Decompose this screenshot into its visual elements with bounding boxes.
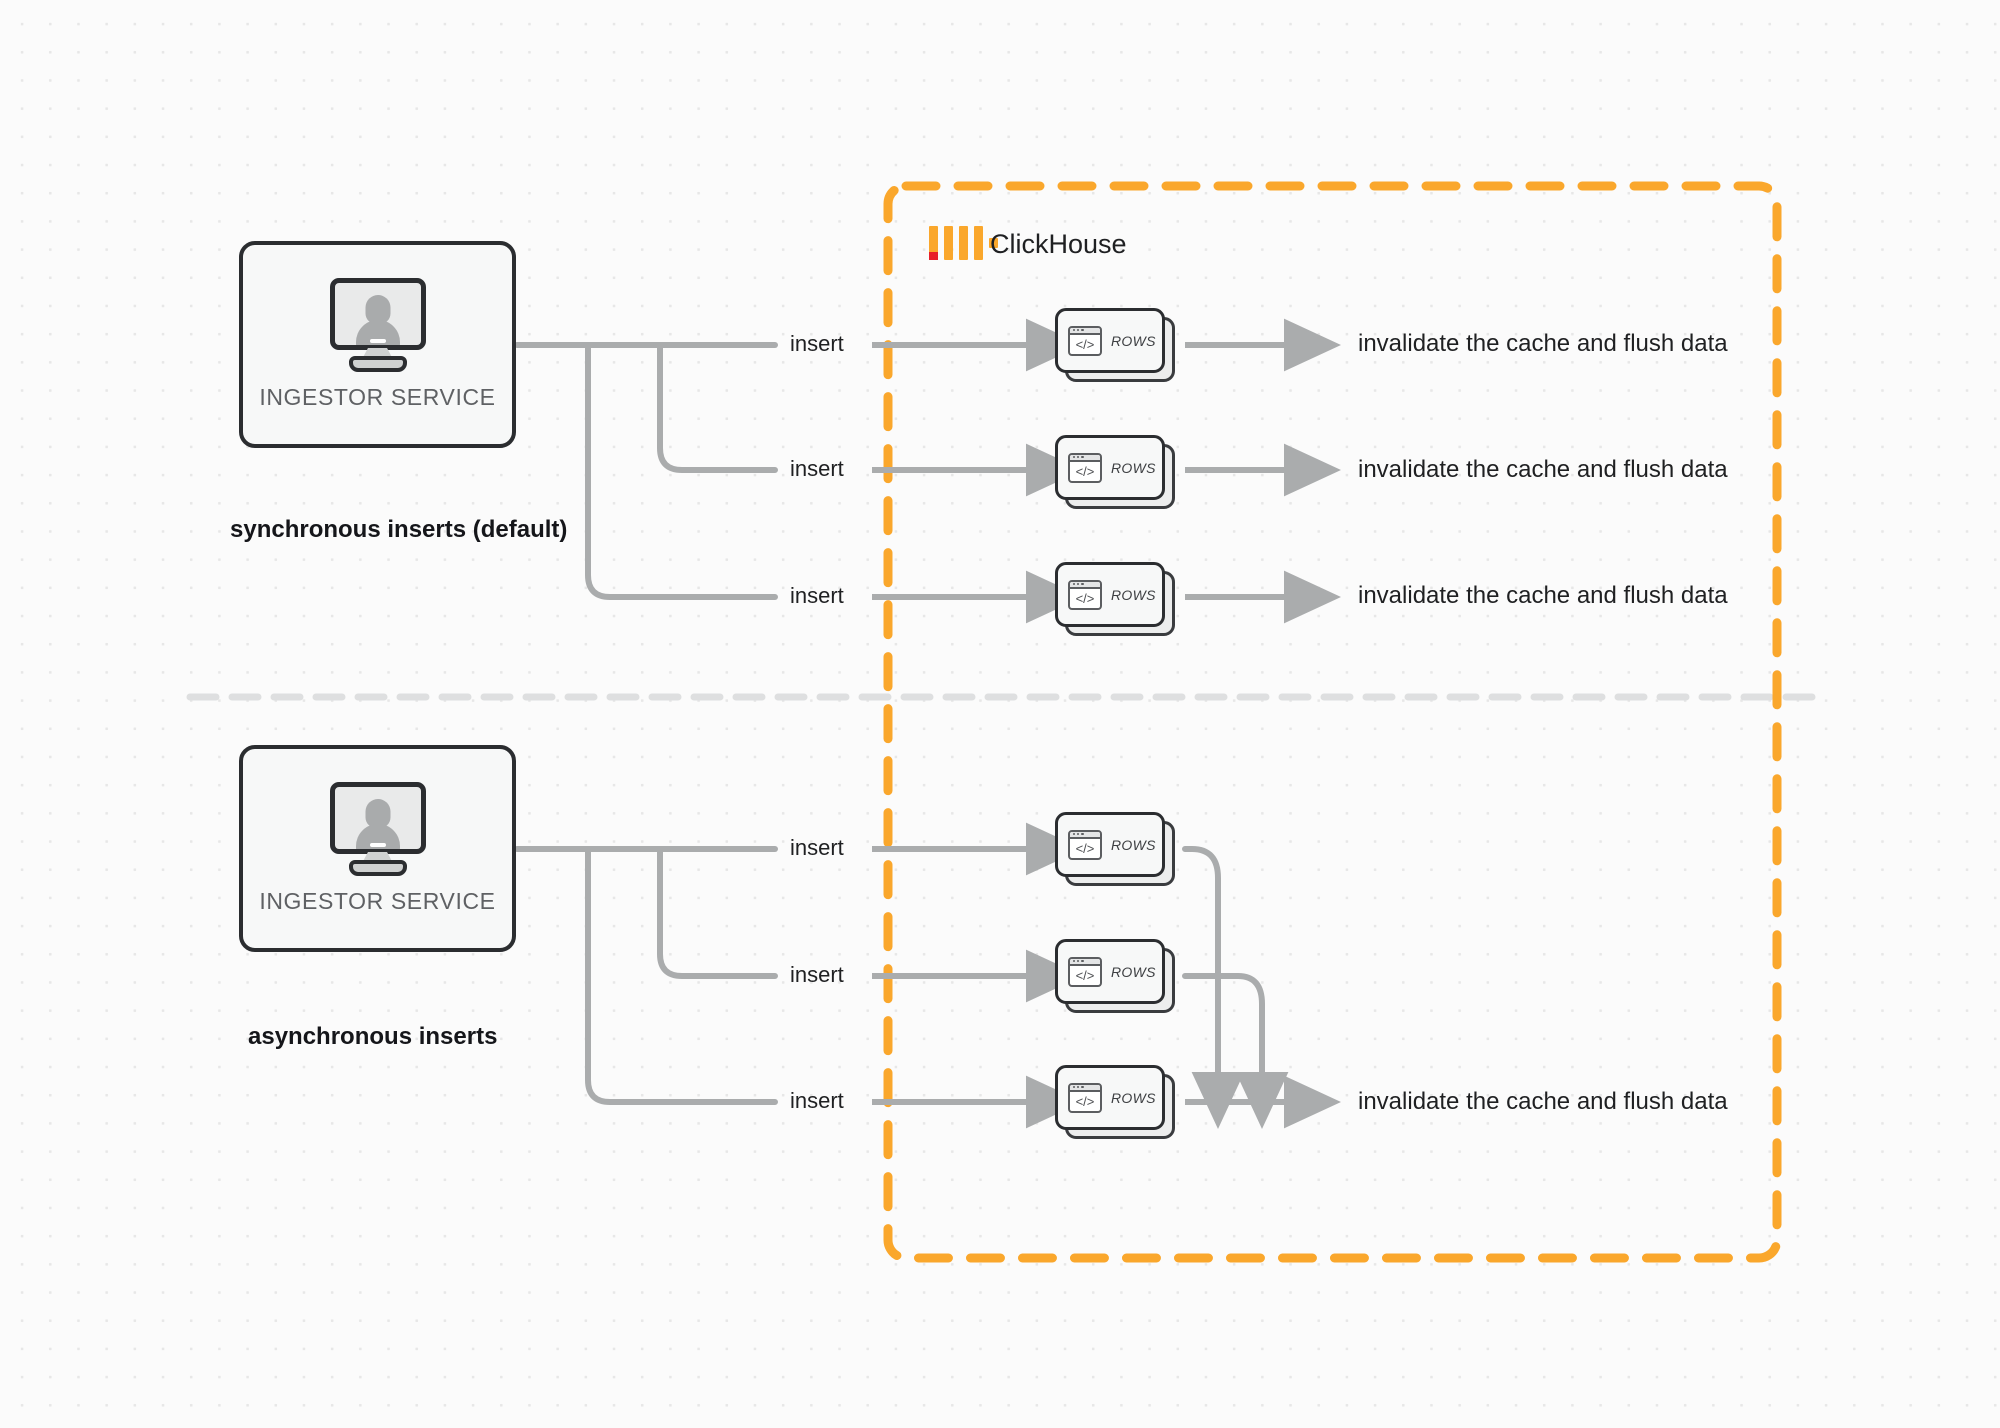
rows-card: </> ROWS <box>1055 308 1165 373</box>
code-window-icon: </> <box>1068 452 1102 483</box>
edge-label-async-insert-3: insert <box>790 1088 844 1113</box>
window-dot <box>1077 832 1080 836</box>
edge-label-sync-insert-3: insert <box>790 583 844 608</box>
clickhouse-logo-square <box>989 238 998 248</box>
ingestor-service-node-async[interactable]: INGESTOR SERVICE <box>239 745 516 952</box>
code-glyph: </> <box>1075 590 1095 606</box>
window-dot <box>1077 582 1080 586</box>
output-label-sync-1: invalidate the cache and flush data <box>1358 330 1728 357</box>
avatar-head <box>365 799 390 828</box>
monitor-screen-notch <box>369 339 386 343</box>
window-dot <box>1073 328 1076 332</box>
window-dot <box>1077 959 1080 963</box>
clickhouse-logo-red-accent <box>929 252 938 260</box>
ingestor-service-label-sync: INGESTOR SERVICE <box>259 384 496 410</box>
code-glyph: </> <box>1075 967 1095 983</box>
edge-label-async-insert-2: insert <box>790 962 844 987</box>
code-window-icon: </> <box>1068 1082 1102 1113</box>
edge-label-async-insert-1: insert <box>790 835 844 860</box>
window-dot <box>1073 455 1076 459</box>
window-dot <box>1077 1085 1080 1089</box>
window-dot <box>1081 959 1084 963</box>
code-window-icon: </> <box>1068 325 1102 356</box>
avatar-body <box>355 824 400 849</box>
code-window-icon: </> <box>1068 956 1102 987</box>
rows-card: </> ROWS <box>1055 562 1165 627</box>
sync-insert-arrows <box>872 318 1083 624</box>
rows-label: ROWS <box>1111 963 1156 980</box>
rows-node-sync-3[interactable]: </> ROWS <box>1055 562 1175 636</box>
rows-label: ROWS <box>1111 836 1156 853</box>
rows-card: </> ROWS <box>1055 939 1165 1004</box>
code-window-icon: </> <box>1068 829 1102 860</box>
ingestor-service-node-sync[interactable]: INGESTOR SERVICE <box>239 241 516 448</box>
code-window-icon: </> <box>1068 579 1102 610</box>
sync-output-arrows <box>1185 318 1341 624</box>
window-titlebar <box>1070 831 1100 839</box>
monitor-user-icon <box>329 278 426 372</box>
clickhouse-logo-bar-2 <box>944 226 953 260</box>
rows-node-sync-1[interactable]: </> ROWS <box>1055 308 1175 382</box>
async-merge-arrows <box>1182 846 1289 1129</box>
clickhouse-boundary <box>883 181 1782 1263</box>
window-titlebar <box>1070 454 1100 462</box>
code-glyph: </> <box>1075 1093 1095 1109</box>
rows-node-async-2[interactable]: </> ROWS <box>1055 939 1175 1013</box>
output-label-sync-2: invalidate the cache and flush data <box>1358 456 1728 483</box>
ingestor-service-label-async: INGESTOR SERVICE <box>259 888 496 914</box>
window-dot <box>1081 1085 1084 1089</box>
section-label-async: asynchronous inserts <box>248 1023 498 1050</box>
monitor-screen-notch <box>369 843 386 847</box>
window-dot <box>1081 455 1084 459</box>
window-dot <box>1077 455 1080 459</box>
window-titlebar <box>1070 581 1100 589</box>
sync-fanout <box>514 342 778 600</box>
window-dot <box>1073 832 1076 836</box>
window-titlebar <box>1070 1084 1100 1092</box>
code-glyph: </> <box>1075 463 1095 479</box>
rows-card: </> ROWS <box>1055 812 1165 877</box>
monitor-stand-base <box>348 356 407 372</box>
rows-label: ROWS <box>1111 1089 1156 1106</box>
window-dot <box>1073 582 1076 586</box>
async-fanout <box>514 846 778 1105</box>
window-dot <box>1077 328 1080 332</box>
rows-node-async-3[interactable]: </> ROWS <box>1055 1065 1175 1139</box>
clickhouse-boundary-label: ClickHouse <box>990 229 1127 259</box>
avatar-head <box>365 295 390 324</box>
output-label-async-1: invalidate the cache and flush data <box>1358 1088 1728 1115</box>
clickhouse-logo-bar-1 <box>929 226 938 260</box>
window-titlebar <box>1070 958 1100 966</box>
edge-label-sync-insert-1: insert <box>790 331 844 356</box>
monitor-stand-base <box>348 860 407 876</box>
async-insert-arrows <box>872 822 1083 1129</box>
output-label-sync-3: invalidate the cache and flush data <box>1358 582 1728 609</box>
rows-card: </> ROWS <box>1055 1065 1165 1130</box>
code-glyph: </> <box>1075 336 1095 352</box>
rows-card: </> ROWS <box>1055 435 1165 500</box>
monitor-screen <box>329 278 426 350</box>
window-titlebar <box>1070 327 1100 335</box>
monitor-screen <box>329 782 426 854</box>
window-dot <box>1073 959 1076 963</box>
clickhouse-logo-bar-4 <box>974 226 983 260</box>
rows-label: ROWS <box>1111 332 1156 349</box>
window-dot <box>1081 832 1084 836</box>
monitor-user-icon <box>329 782 426 876</box>
rows-node-async-1[interactable]: </> ROWS <box>1055 812 1175 886</box>
window-dot <box>1081 328 1084 332</box>
rows-label: ROWS <box>1111 586 1156 603</box>
clickhouse-logo-bar-3 <box>959 226 968 260</box>
window-dot <box>1073 1085 1076 1089</box>
edge-label-sync-insert-2: insert <box>790 456 844 481</box>
avatar-body <box>355 320 400 345</box>
clickhouse-logo-icon <box>929 226 998 260</box>
window-dot <box>1081 582 1084 586</box>
rows-node-sync-2[interactable]: </> ROWS <box>1055 435 1175 509</box>
code-glyph: </> <box>1075 840 1095 856</box>
rows-label: ROWS <box>1111 459 1156 476</box>
section-label-sync: synchronous inserts (default) <box>230 516 568 543</box>
